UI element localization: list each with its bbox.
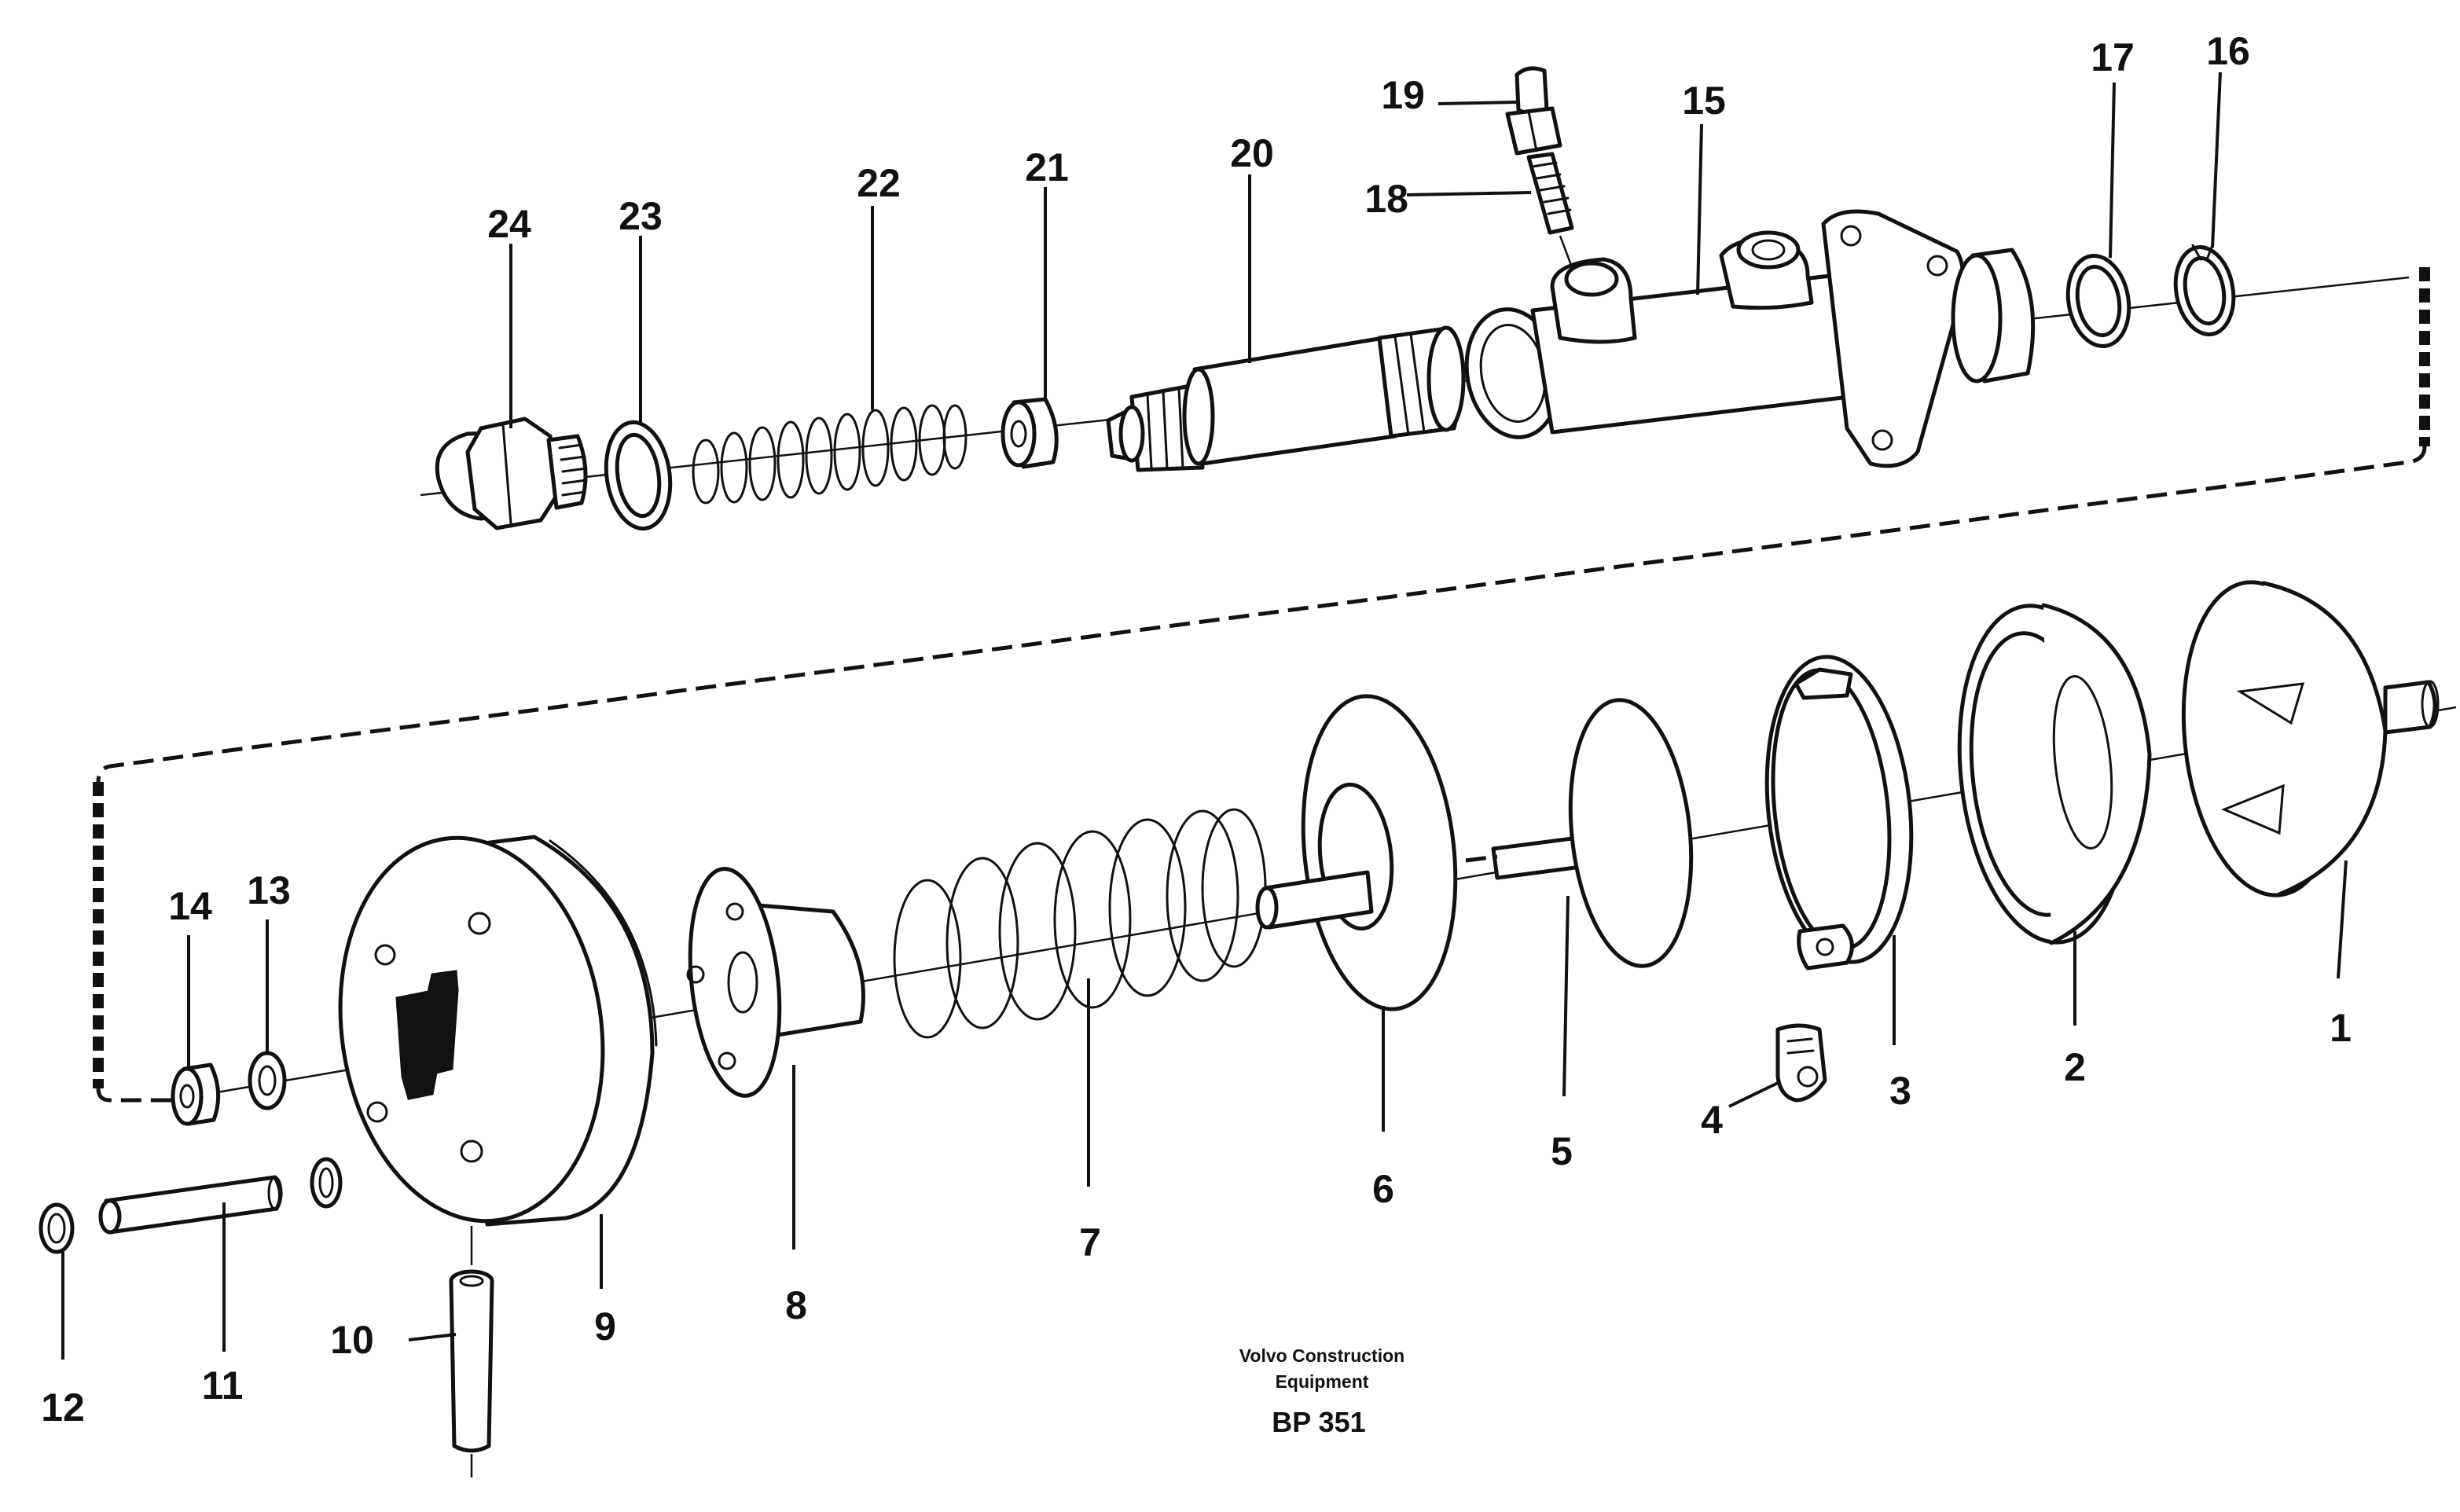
callout-22: 22 (857, 161, 901, 205)
part-17-o-ring (2065, 254, 2131, 348)
callout-15: 15 (1682, 79, 1726, 123)
callout-6: 6 (1372, 1167, 1394, 1211)
part-3-clamp (1764, 655, 1914, 971)
callout-3: 3 (1889, 1069, 1911, 1113)
part-1-cover (2181, 580, 2440, 897)
part-15-cylinder-body (1464, 209, 2036, 468)
part-24-cap-nut (435, 417, 588, 530)
part-2-housing (1957, 603, 2152, 945)
callout-9: 9 (594, 1305, 616, 1349)
callout-labels: 1 2 3 4 5 6 7 8 9 10 11 12 13 14 15 16 1… (41, 29, 2352, 1429)
part-14-bushing (171, 1062, 221, 1126)
callout-10: 10 (330, 1318, 374, 1362)
part-4-lock-plate (1775, 1023, 1827, 1103)
part-9-housing (338, 835, 658, 1227)
caption-code: BP 351 (1272, 1406, 1365, 1438)
part-18-19-bleeder (1505, 66, 1574, 268)
leader-lines (61, 72, 2348, 1360)
diagram-caption: Volvo Construction Equipment BP 351 (1239, 1345, 1404, 1438)
callout-16: 16 (2206, 29, 2250, 73)
callout-5: 5 (1551, 1129, 1573, 1173)
part-16-circlip (2173, 244, 2236, 337)
callout-21: 21 (1025, 145, 1069, 189)
part-12-clip (39, 1202, 75, 1254)
part-13-washer (248, 1051, 287, 1110)
callout-14: 14 (168, 884, 212, 928)
callout-23: 23 (619, 194, 663, 238)
part-22-spring (692, 404, 967, 505)
part-7-spring (893, 808, 1267, 1039)
part-11-pin (98, 1175, 283, 1235)
callout-1: 1 (2330, 1006, 2352, 1050)
callout-11: 11 (202, 1363, 244, 1407)
callout-4: 4 (1701, 1098, 1723, 1142)
callout-19: 19 (1381, 73, 1425, 117)
callout-17: 17 (2091, 35, 2135, 79)
callout-24: 24 (487, 202, 531, 246)
callout-18: 18 (1364, 177, 1408, 221)
callout-2: 2 (2064, 1045, 2086, 1089)
callout-12: 12 (41, 1385, 85, 1429)
caption-company-line2: Equipment (1276, 1371, 1369, 1392)
callout-13: 13 (247, 868, 291, 912)
part-20-piston (1106, 325, 1466, 472)
part-23-sealing-ring (604, 420, 673, 531)
caption-company-line1: Volvo Construction (1239, 1345, 1404, 1366)
connector-loop (93, 267, 2430, 1103)
callout-7: 7 (1079, 1220, 1101, 1264)
part-21-seal (1001, 397, 1059, 469)
part-6-seal-housing (1255, 694, 1458, 1011)
callout-8: 8 (785, 1283, 807, 1327)
part-12b-clip (310, 1157, 343, 1209)
part-10-sleeve (449, 1226, 494, 1477)
part-8-guide (686, 867, 865, 1098)
callout-20: 20 (1230, 131, 1274, 175)
part-5-disc (1568, 698, 1694, 968)
